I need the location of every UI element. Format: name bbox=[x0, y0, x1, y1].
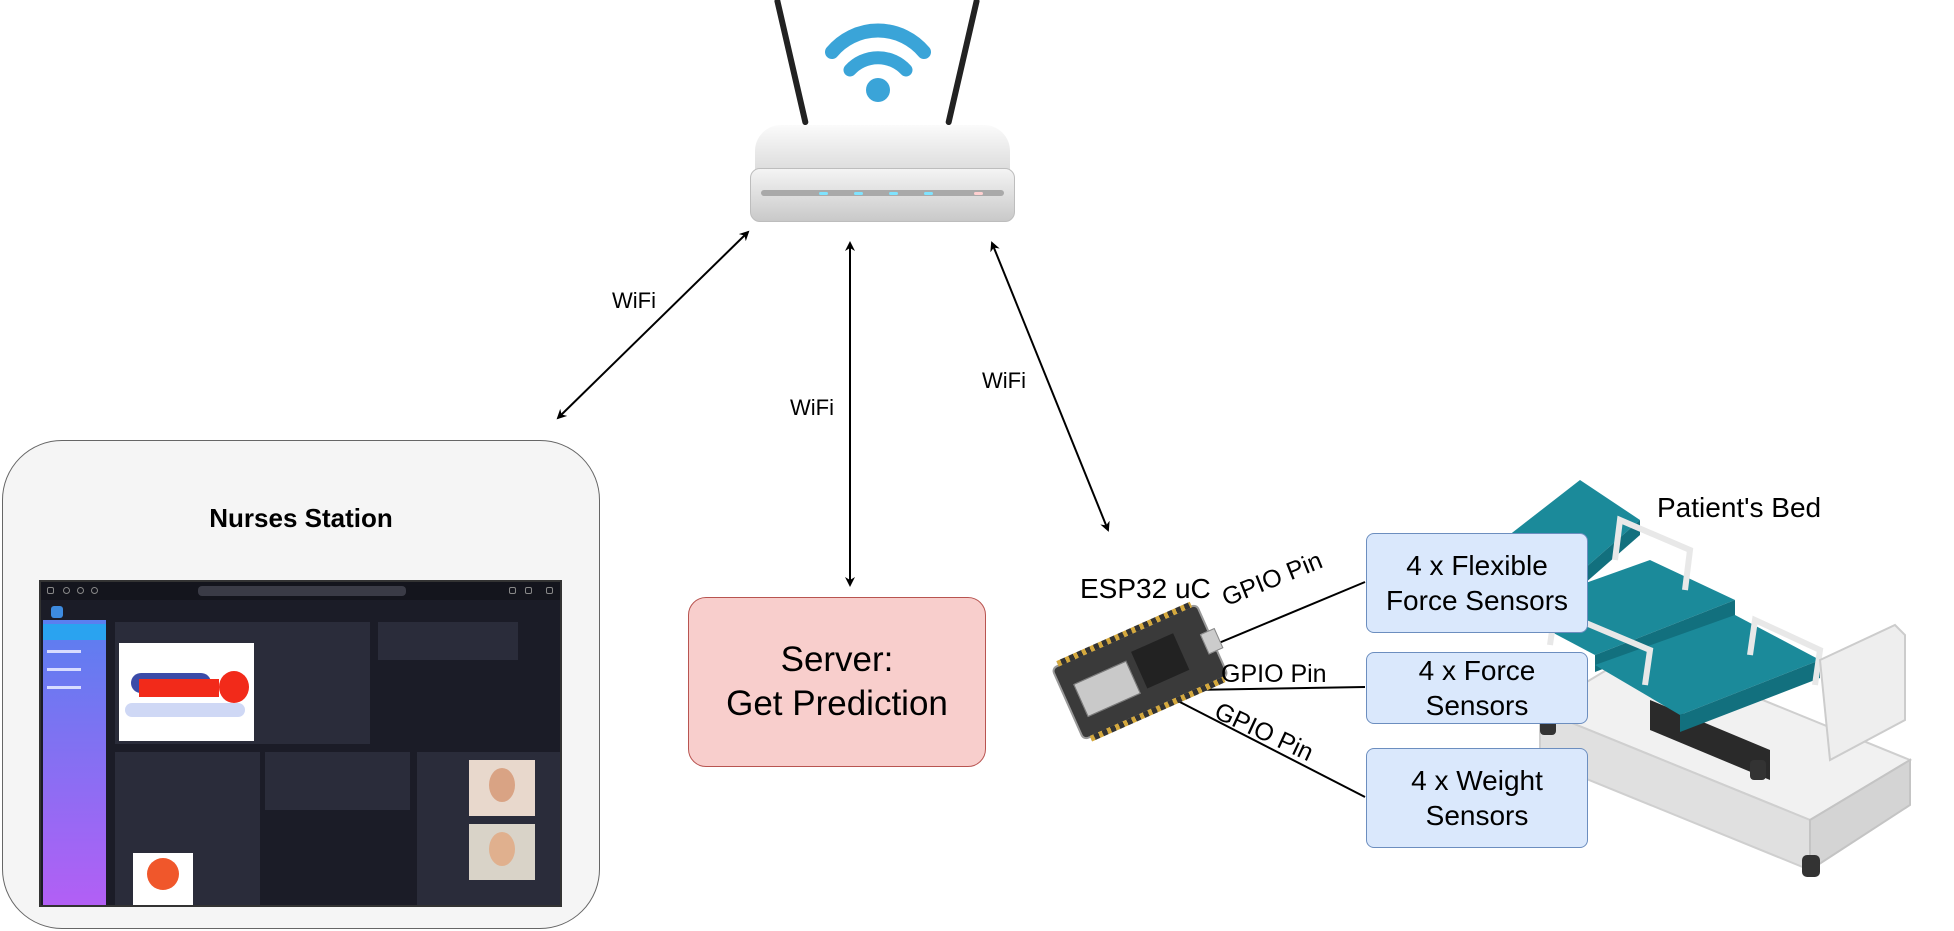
server-box: Server: Get Prediction bbox=[688, 597, 986, 767]
sensor-box-flexible: 4 x Flexible Force Sensors bbox=[1366, 533, 1588, 633]
esp32-label: ESP32 uC bbox=[1080, 573, 1211, 604]
sensor-flexible-line2: Force Sensors bbox=[1385, 585, 1569, 616]
sidebar-item-selected bbox=[43, 624, 106, 640]
back-icon bbox=[63, 587, 70, 594]
wifi-label-esp: WiFi bbox=[982, 368, 1026, 393]
reload-icon bbox=[91, 587, 98, 594]
doctor-photo bbox=[469, 760, 535, 816]
sensor-box-weight: 4 x Weight Sensors bbox=[1366, 748, 1588, 848]
url-bar bbox=[198, 586, 406, 596]
wifi-icon bbox=[825, 23, 931, 102]
sidebar-item bbox=[47, 650, 81, 653]
router-front bbox=[750, 168, 1015, 222]
vitals-card bbox=[265, 752, 410, 810]
bed-sheet-shape bbox=[125, 703, 245, 717]
forward-icon bbox=[77, 587, 84, 594]
nurse-photo bbox=[469, 824, 535, 880]
sensor-box-force: 4 x Force Sensors bbox=[1366, 652, 1588, 724]
bed-label: Patient's Bed bbox=[1657, 492, 1822, 523]
sensor-force-line2: Sensors bbox=[1425, 690, 1529, 721]
wifi-arrow-nurses bbox=[556, 230, 750, 420]
patient-position-image bbox=[119, 643, 254, 741]
patient-avatar bbox=[133, 853, 193, 905]
timestamp-card bbox=[378, 622, 518, 660]
wifi-arrow-esp bbox=[990, 241, 1110, 532]
server-label-line2: Get Prediction bbox=[726, 684, 948, 723]
avatar-icon bbox=[147, 858, 179, 890]
patient-bed-illustration bbox=[1490, 480, 1913, 877]
dashboard-sidebar bbox=[43, 620, 106, 905]
patient-body-marker bbox=[139, 679, 219, 697]
sensor-flexible-line1: 4 x Flexible bbox=[1406, 550, 1548, 581]
sidebar-item bbox=[47, 668, 81, 671]
dashboard-screenshot bbox=[39, 580, 562, 907]
share-icon bbox=[509, 587, 516, 594]
wifi-label-nurses: WiFi bbox=[612, 288, 656, 313]
gpio-line-2 bbox=[1189, 686, 1366, 691]
tabs-icon bbox=[546, 587, 553, 594]
bed-mattress-foot bbox=[1595, 615, 1820, 715]
app-logo bbox=[51, 606, 63, 618]
gpio-line-3 bbox=[1175, 699, 1366, 798]
sensor-weight-line1: 4 x Weight bbox=[1411, 765, 1543, 796]
tab-icon bbox=[47, 587, 54, 594]
sensor-force-line1: 4 x Force bbox=[1418, 655, 1536, 686]
sensor-weight-line2: Sensors bbox=[1425, 800, 1529, 831]
gpio-label-2: GPIO Pin bbox=[1221, 660, 1327, 688]
patient-head-marker bbox=[219, 671, 249, 703]
sidebar-item bbox=[47, 686, 81, 689]
server-label-line1: Server: bbox=[780, 640, 894, 679]
wifi-label-server: WiFi bbox=[790, 395, 834, 420]
nurses-station-title: Nurses Station bbox=[209, 503, 393, 533]
add-tab-icon bbox=[525, 587, 532, 594]
